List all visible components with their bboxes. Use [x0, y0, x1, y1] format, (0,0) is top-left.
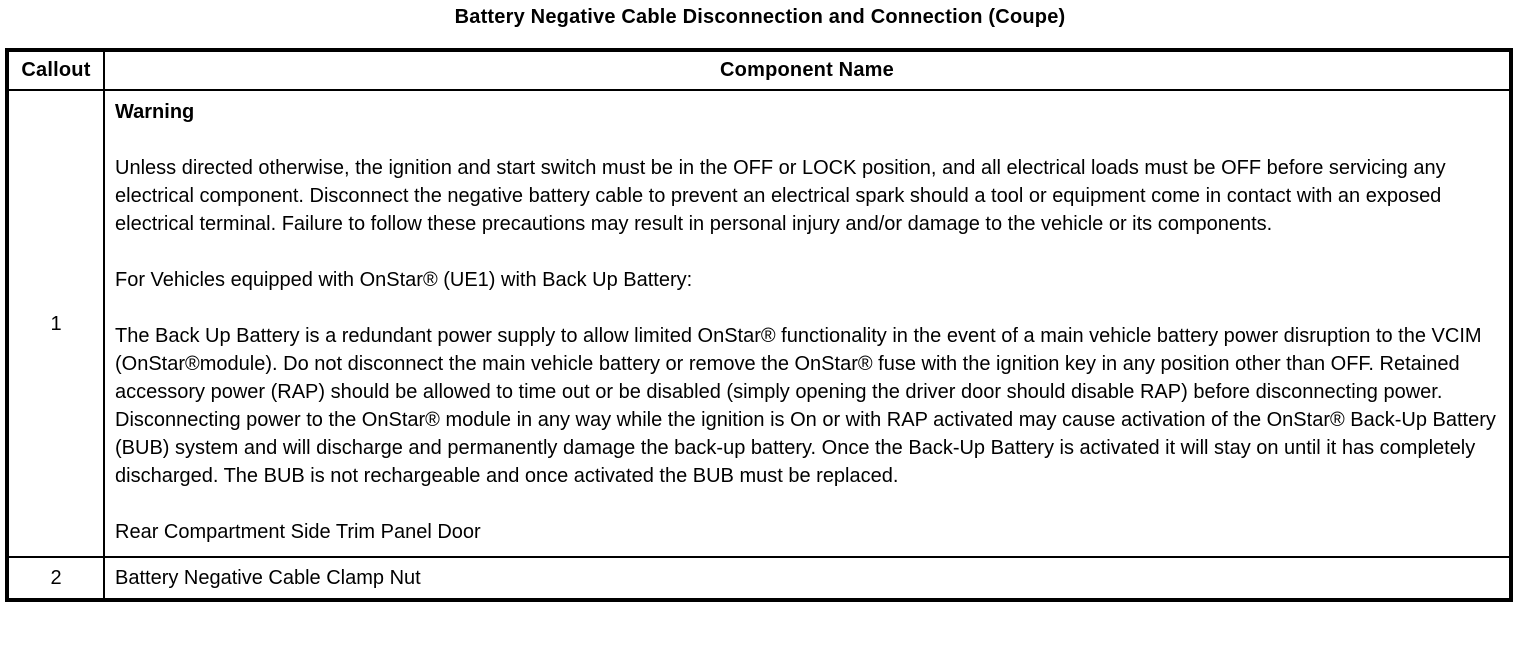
component-description-cell: Warning Unless directed otherwise, the i…	[103, 89, 1512, 558]
table-row: 2 Battery Negative Cable Clamp Nut	[6, 556, 1512, 601]
column-header-component-name: Component Name	[103, 49, 1512, 91]
callout-number-1: 1	[6, 89, 105, 558]
callout-component-table: Callout Component Name 1 Warning Unless …	[5, 48, 1513, 602]
warning-paragraph: Unless directed otherwise, the ignition …	[115, 157, 1446, 235]
page-title: Battery Negative Cable Disconnection and…	[454, 6, 1066, 28]
component-name-row2: Battery Negative Cable Clamp Nut	[103, 556, 1512, 601]
table-header-row: Callout Component Name	[6, 49, 1512, 91]
column-header-callout: Callout	[6, 49, 105, 91]
table-row: 1 Warning Unless directed otherwise, the…	[6, 89, 1512, 558]
onstar-paragraph: The Back Up Battery is a redundant power…	[115, 325, 1496, 487]
table-header: Callout Component Name	[6, 49, 1512, 91]
callout-number-2: 2	[6, 556, 105, 601]
component-name-row1: Rear Compartment Side Trim Panel Door	[115, 521, 481, 543]
onstar-intro-line: For Vehicles equipped with OnStar® (UE1)…	[115, 269, 693, 291]
warning-heading: Warning	[115, 101, 195, 123]
